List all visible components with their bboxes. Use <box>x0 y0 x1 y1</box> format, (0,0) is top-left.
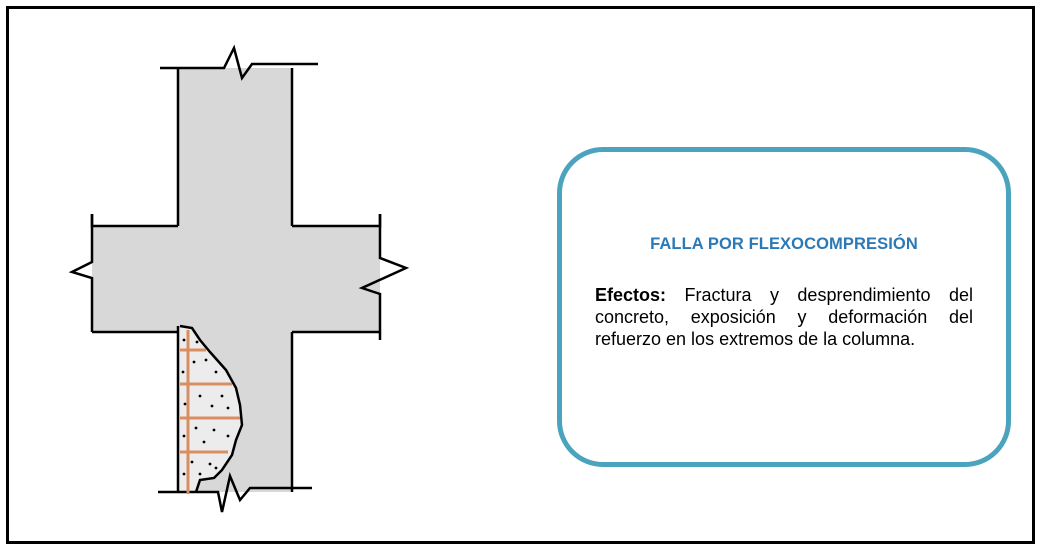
joint-outline <box>68 44 410 513</box>
spalled-edge <box>179 324 244 493</box>
effects-text: Fractura y desprendimiento del concreto,… <box>595 285 973 349</box>
failure-title: FALLA POR FLEXOCOMPRESIÓN <box>650 235 918 253</box>
effects-description: Efectos: Fractura y desprendimiento del … <box>595 284 973 350</box>
exposed-rebar <box>180 330 240 494</box>
figure-frame <box>6 6 1035 544</box>
joint-concrete <box>92 68 380 492</box>
aggregate-dots <box>181 338 230 476</box>
info-card: FALLA POR FLEXOCOMPRESIÓN Efectos: Fract… <box>557 147 1011 467</box>
effects-label: Efectos: <box>595 285 685 305</box>
